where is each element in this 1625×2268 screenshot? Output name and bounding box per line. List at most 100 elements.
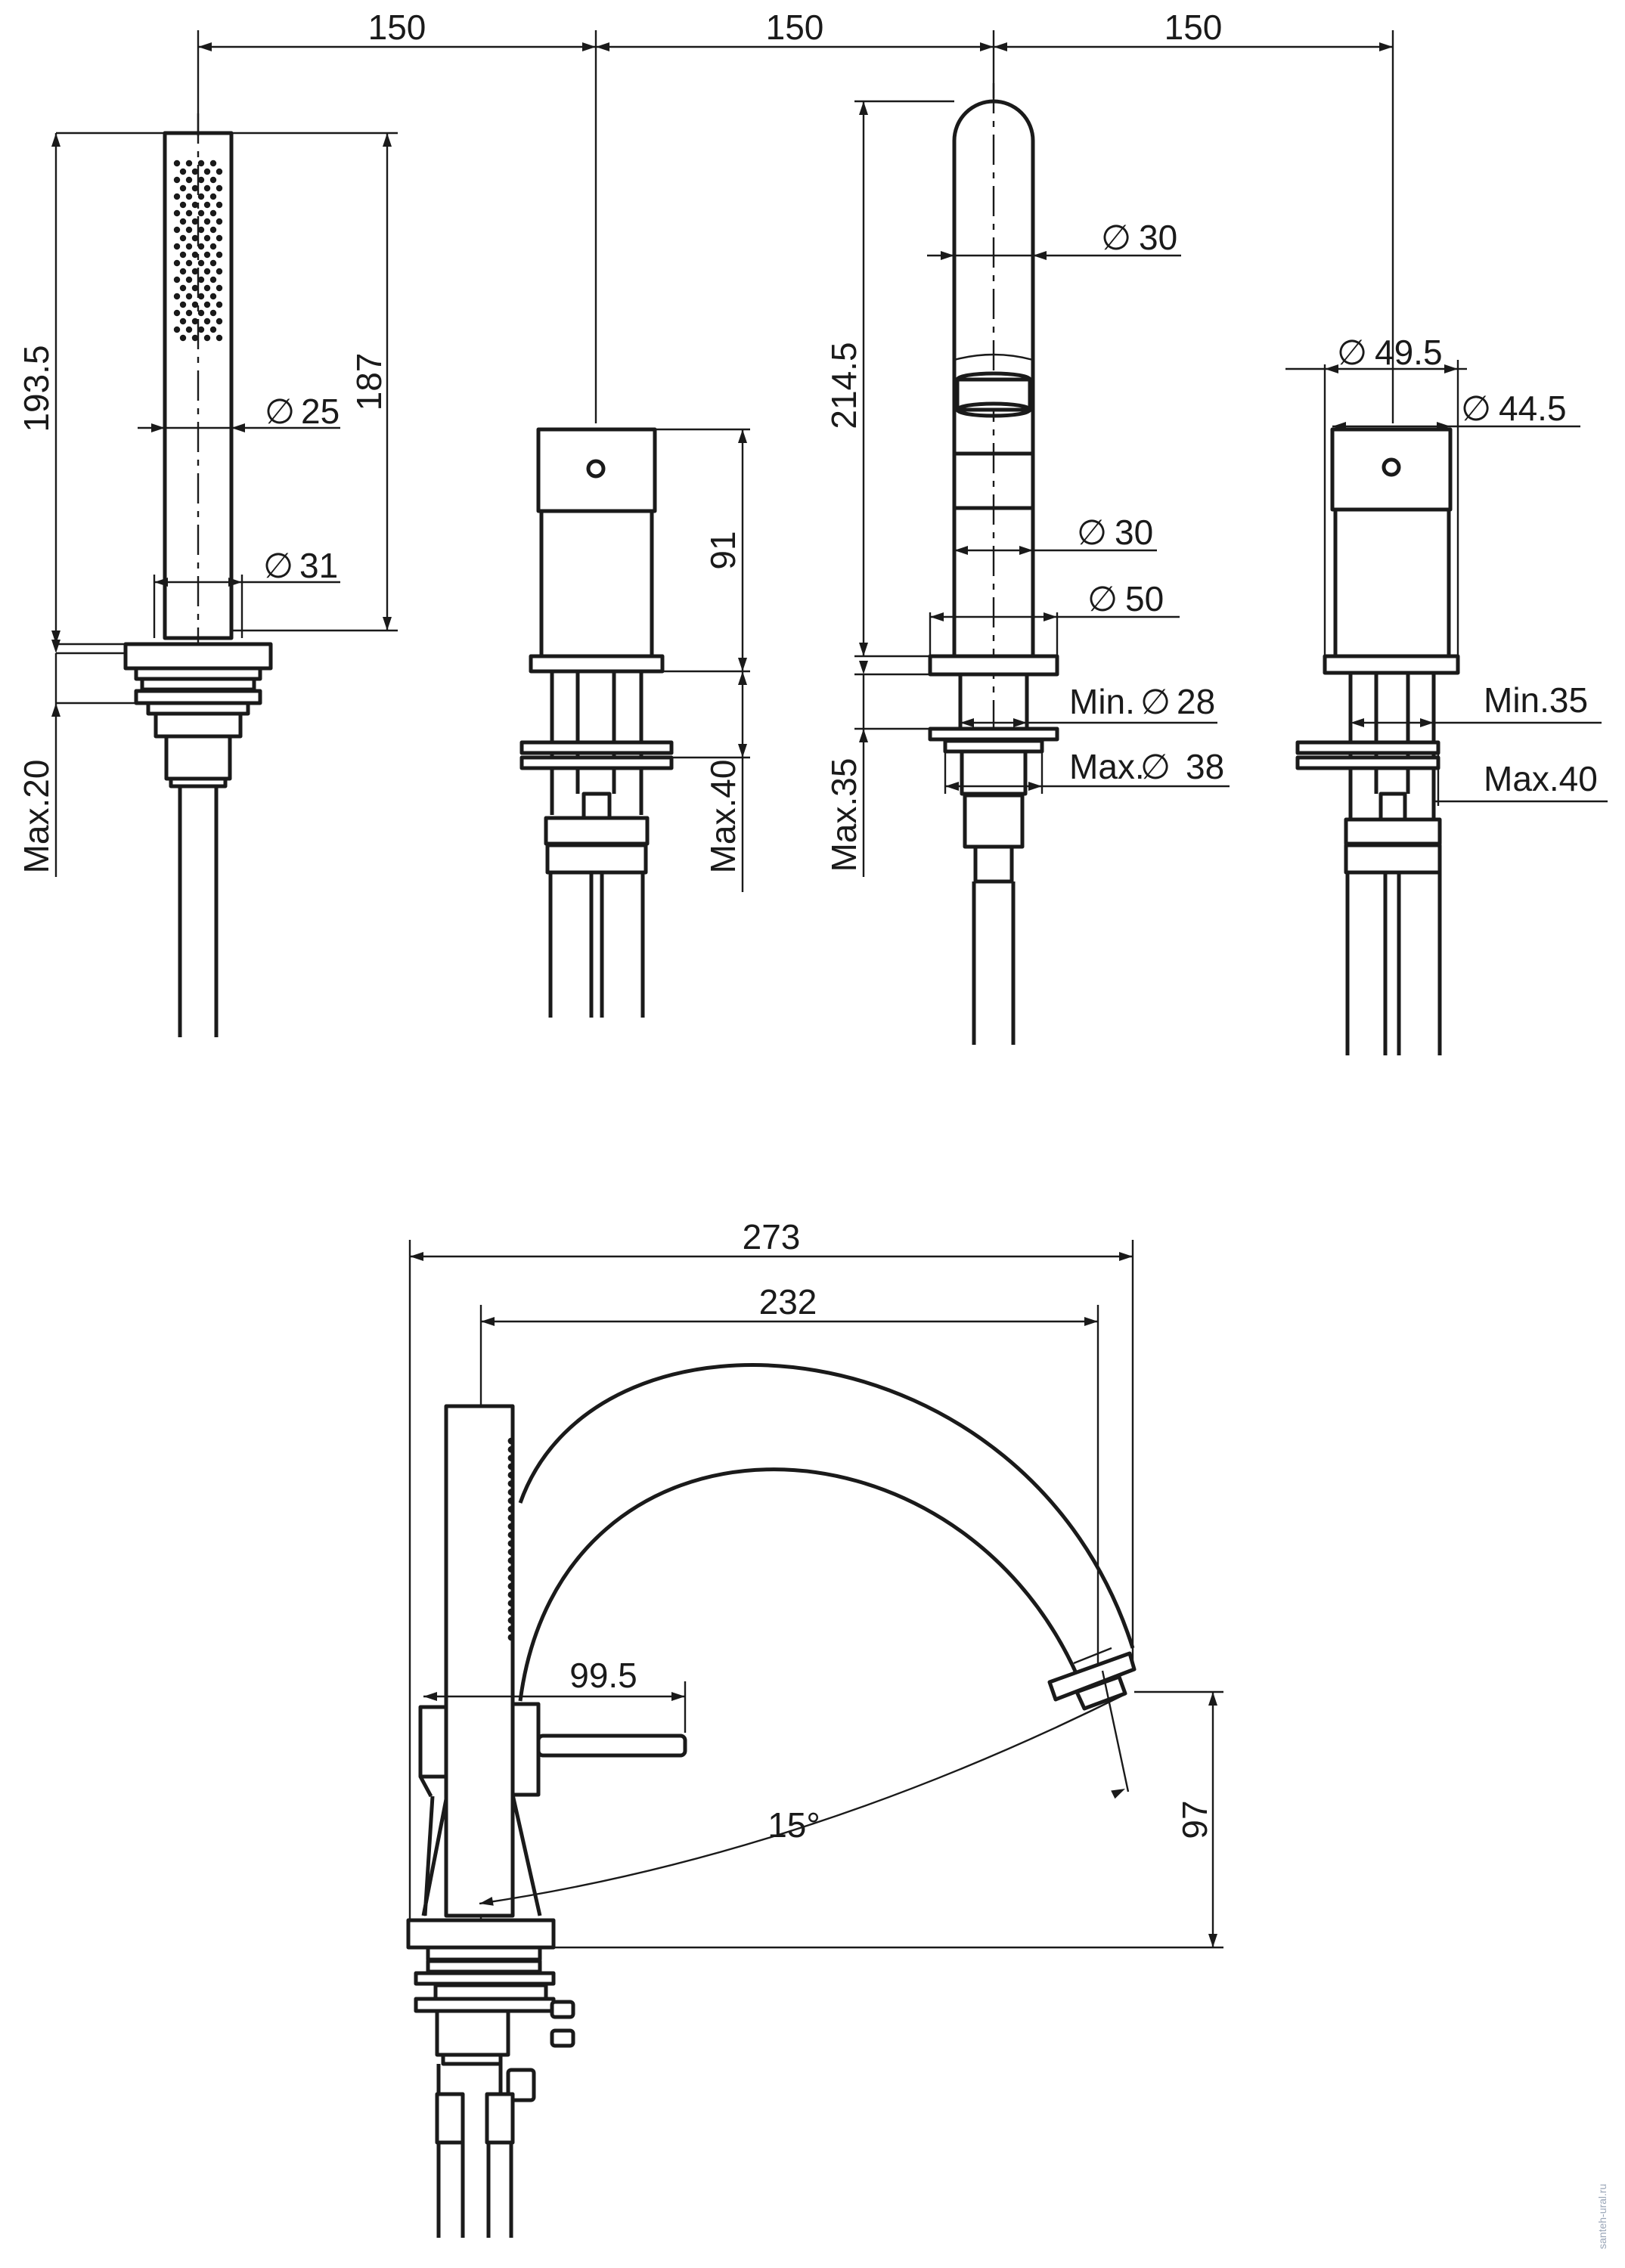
side-nozzle-dot: [507, 1437, 515, 1445]
nozzle-dot: [185, 160, 193, 167]
valve-max-label: Max.40: [703, 760, 743, 874]
side-nozzle-dot: [507, 1574, 515, 1582]
nozzle-dot: [191, 334, 199, 342]
nozzle-dot: [203, 201, 211, 209]
nozzle-dot: [173, 276, 181, 284]
nozzle-dot: [185, 176, 193, 184]
nozzle-dot: [179, 168, 187, 175]
nozzle-dot: [197, 243, 205, 250]
nozzle-dot: [191, 201, 199, 209]
nozzle-dot: [216, 184, 223, 192]
nozzle-dot: [209, 193, 217, 200]
nozzle-dot: [191, 284, 199, 292]
mixer-dia-outer-label: 49.5: [1375, 333, 1443, 372]
side-spout-reach-label: 232: [759, 1282, 817, 1321]
side-nozzle-dot: [507, 1582, 515, 1590]
nozzle-dot: [173, 309, 181, 317]
nozzle-dot: [203, 251, 211, 259]
nozzle-dot: [216, 301, 223, 308]
nozzle-dot: [209, 326, 217, 333]
spout-max-label: Max.35: [824, 758, 864, 872]
side-view: 273 232 99.5 15°: [406, 1217, 1223, 2238]
nozzle-dot: [203, 218, 211, 225]
nozzle-dot: [203, 301, 211, 308]
hand-shower-body-label: 187: [349, 353, 389, 411]
nozzle-dot: [197, 309, 205, 317]
hand-shower-dia-large-label: 31: [299, 546, 338, 585]
nozzle-dot-grid: [173, 160, 223, 342]
nozzle-dot: [185, 276, 193, 284]
diverter-valve-front-view: 91 Max.40: [519, 427, 750, 1018]
nozzle-dot: [197, 326, 205, 333]
nozzle-dot: [203, 168, 211, 175]
nozzle-dot: [197, 209, 205, 217]
spout-front-view: 214.5 ∅ 30 ∅ 30 ∅ 50 Min. ∅ 28 Max. ∅ 38: [824, 83, 1230, 1045]
hand-shower-front-view: 193.5 187 ∅ 25 ∅ 31 Max.20: [17, 113, 398, 1037]
nozzle-dot: [179, 184, 187, 192]
nozzle-dot: [173, 226, 181, 234]
side-nozzle-dot: [507, 1471, 515, 1479]
nozzle-dot: [179, 218, 187, 225]
nozzle-dot: [179, 318, 187, 325]
side-nozzle-dot: [507, 1600, 515, 1607]
nozzle-dot: [173, 160, 181, 167]
nozzle-dot: [191, 168, 199, 175]
nozzle-dot: [185, 226, 193, 234]
spout-dia-mid-label: 30: [1115, 513, 1153, 552]
hand-shower-max-label: Max.20: [17, 760, 56, 874]
side-nozzle-dot: [507, 1608, 515, 1616]
nozzle-dot: [179, 201, 187, 209]
nozzle-dot: [173, 243, 181, 250]
spacing-dimensions: 150 150 150: [197, 8, 1394, 423]
mixer-max-label: Max.40: [1484, 759, 1598, 798]
nozzle-dot: [197, 176, 205, 184]
nozzle-dot: [209, 276, 217, 284]
nozzle-dot: [209, 226, 217, 234]
nozzle-dot: [203, 284, 211, 292]
spout-dia-top-label: 30: [1139, 218, 1177, 257]
nozzle-dot: [216, 318, 223, 325]
side-nozzle-dot: [507, 1489, 515, 1496]
side-nozzle-dot: [507, 1634, 515, 1641]
nozzle-dot: [179, 301, 187, 308]
side-nozzle-dot: [507, 1514, 515, 1522]
nozzle-dot: [185, 293, 193, 300]
nozzle-dot: [191, 184, 199, 192]
nozzle-dot: [185, 259, 193, 267]
nozzle-dot: [216, 201, 223, 209]
side-nozzle-dot: [507, 1506, 515, 1513]
diameter-symbol: ∅: [1337, 332, 1367, 373]
nozzle-dot: [179, 268, 187, 275]
diameter-symbol: ∅: [1140, 746, 1171, 787]
nozzle-dot: [191, 251, 199, 259]
diameter-symbol: ∅: [1101, 217, 1131, 258]
nozzle-dot: [179, 234, 187, 242]
hand-shower-dia-small-label: 25: [301, 392, 340, 431]
nozzle-dot: [179, 334, 187, 342]
spout-hole-max-value: 38: [1186, 747, 1224, 786]
mixer-front-view: ∅ 49.5 ∅ 44.5 Min.35 Max.40: [1285, 332, 1608, 1055]
nozzle-dot: [197, 259, 205, 267]
watermark: santeh-ural.ru: [1596, 2184, 1608, 2249]
nozzle-dot: [173, 293, 181, 300]
diameter-symbol: ∅: [1077, 512, 1107, 553]
nozzle-dot: [197, 226, 205, 234]
side-total-reach-label: 273: [743, 1217, 801, 1256]
spacing-label-2: 150: [766, 8, 824, 47]
side-nozzle-dot: [507, 1531, 515, 1538]
nozzle-dot: [173, 176, 181, 184]
side-nozzle-dot: [507, 1557, 515, 1564]
nozzle-dot: [173, 259, 181, 267]
nozzle-dot: [191, 268, 199, 275]
nozzle-dot: [185, 209, 193, 217]
side-nozzle-dot: [507, 1591, 515, 1598]
side-nozzle-dot: [507, 1548, 515, 1556]
mixer-dia-inner-label: 44.5: [1499, 389, 1567, 428]
nozzle-dot: [209, 293, 217, 300]
side-nozzle-dot: [507, 1463, 515, 1470]
spacing-label-1: 150: [368, 8, 426, 47]
nozzle-dot: [197, 276, 205, 284]
side-nozzle-dot: [507, 1523, 515, 1530]
nozzle-dot: [203, 184, 211, 192]
